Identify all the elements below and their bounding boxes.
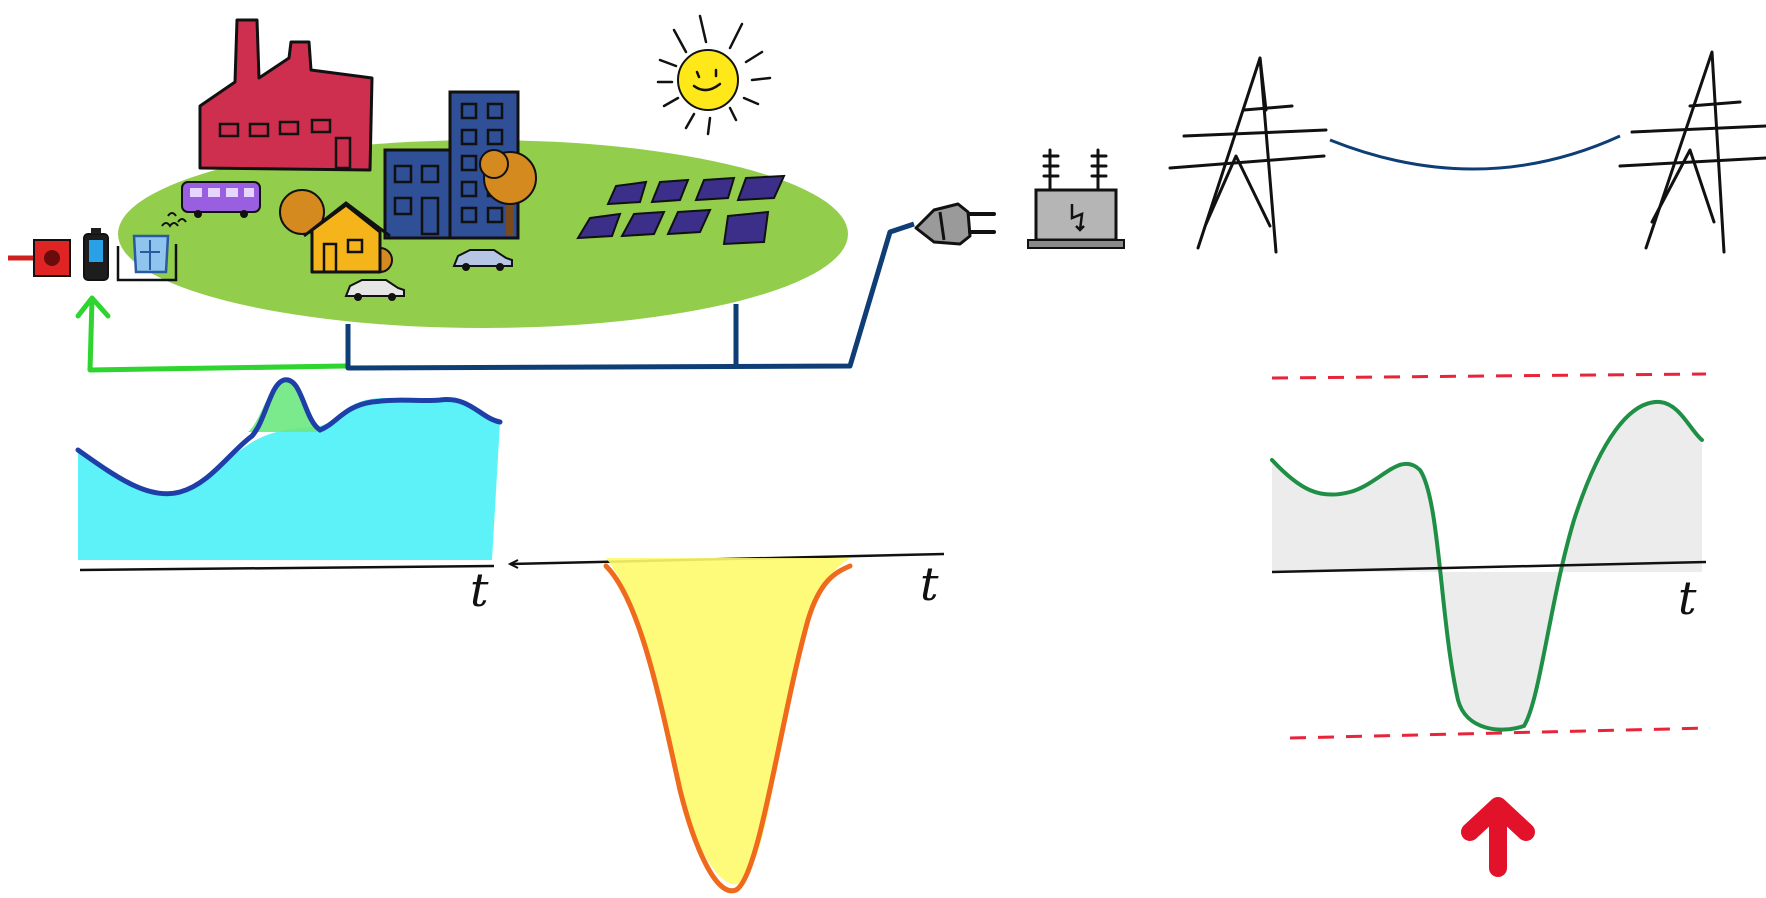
plug-icon <box>914 202 996 246</box>
pylon-icon <box>1168 56 1328 254</box>
production-area <box>606 558 850 885</box>
solar-panels-icon <box>576 174 786 246</box>
peak-area <box>248 379 318 432</box>
consumption-area <box>78 397 500 560</box>
car-icon <box>452 249 513 271</box>
community-grid-wiring <box>345 221 915 371</box>
tree-icon <box>479 149 537 236</box>
consumption-plot: t <box>75 377 503 617</box>
heat-storage-icon <box>116 212 187 282</box>
transmission-line <box>1329 134 1621 171</box>
axis-t <box>79 564 495 572</box>
sun-icon <box>656 14 772 136</box>
axis-label-t: t <box>470 563 489 617</box>
up-arrow-icon <box>1461 797 1535 877</box>
local-supply-line <box>75 295 349 373</box>
generator-icon <box>8 239 71 277</box>
battery-icon <box>83 228 109 281</box>
net-exchange-plot: t <box>1270 372 1711 740</box>
production-plot: t <box>507 552 945 894</box>
transformer-icon <box>1027 148 1125 249</box>
axis-t <box>1271 560 1707 574</box>
community-island <box>118 18 848 328</box>
consumption-curve <box>75 377 503 497</box>
factory-icon <box>198 18 374 172</box>
lower-limit-line <box>1289 726 1711 740</box>
bus-icon <box>181 181 261 218</box>
net-area <box>1272 401 1702 730</box>
production-curve <box>603 563 853 894</box>
car-icon <box>344 279 405 301</box>
house-icon <box>279 189 393 274</box>
axis-label-t: t <box>1678 571 1697 625</box>
arrow-tip-icon <box>507 559 519 569</box>
net-curve <box>1270 399 1704 732</box>
axis-label-t: t <box>920 557 939 611</box>
upper-limit-line <box>1271 372 1707 380</box>
office-building-icon <box>383 90 520 240</box>
pylon-icon <box>1618 50 1766 254</box>
